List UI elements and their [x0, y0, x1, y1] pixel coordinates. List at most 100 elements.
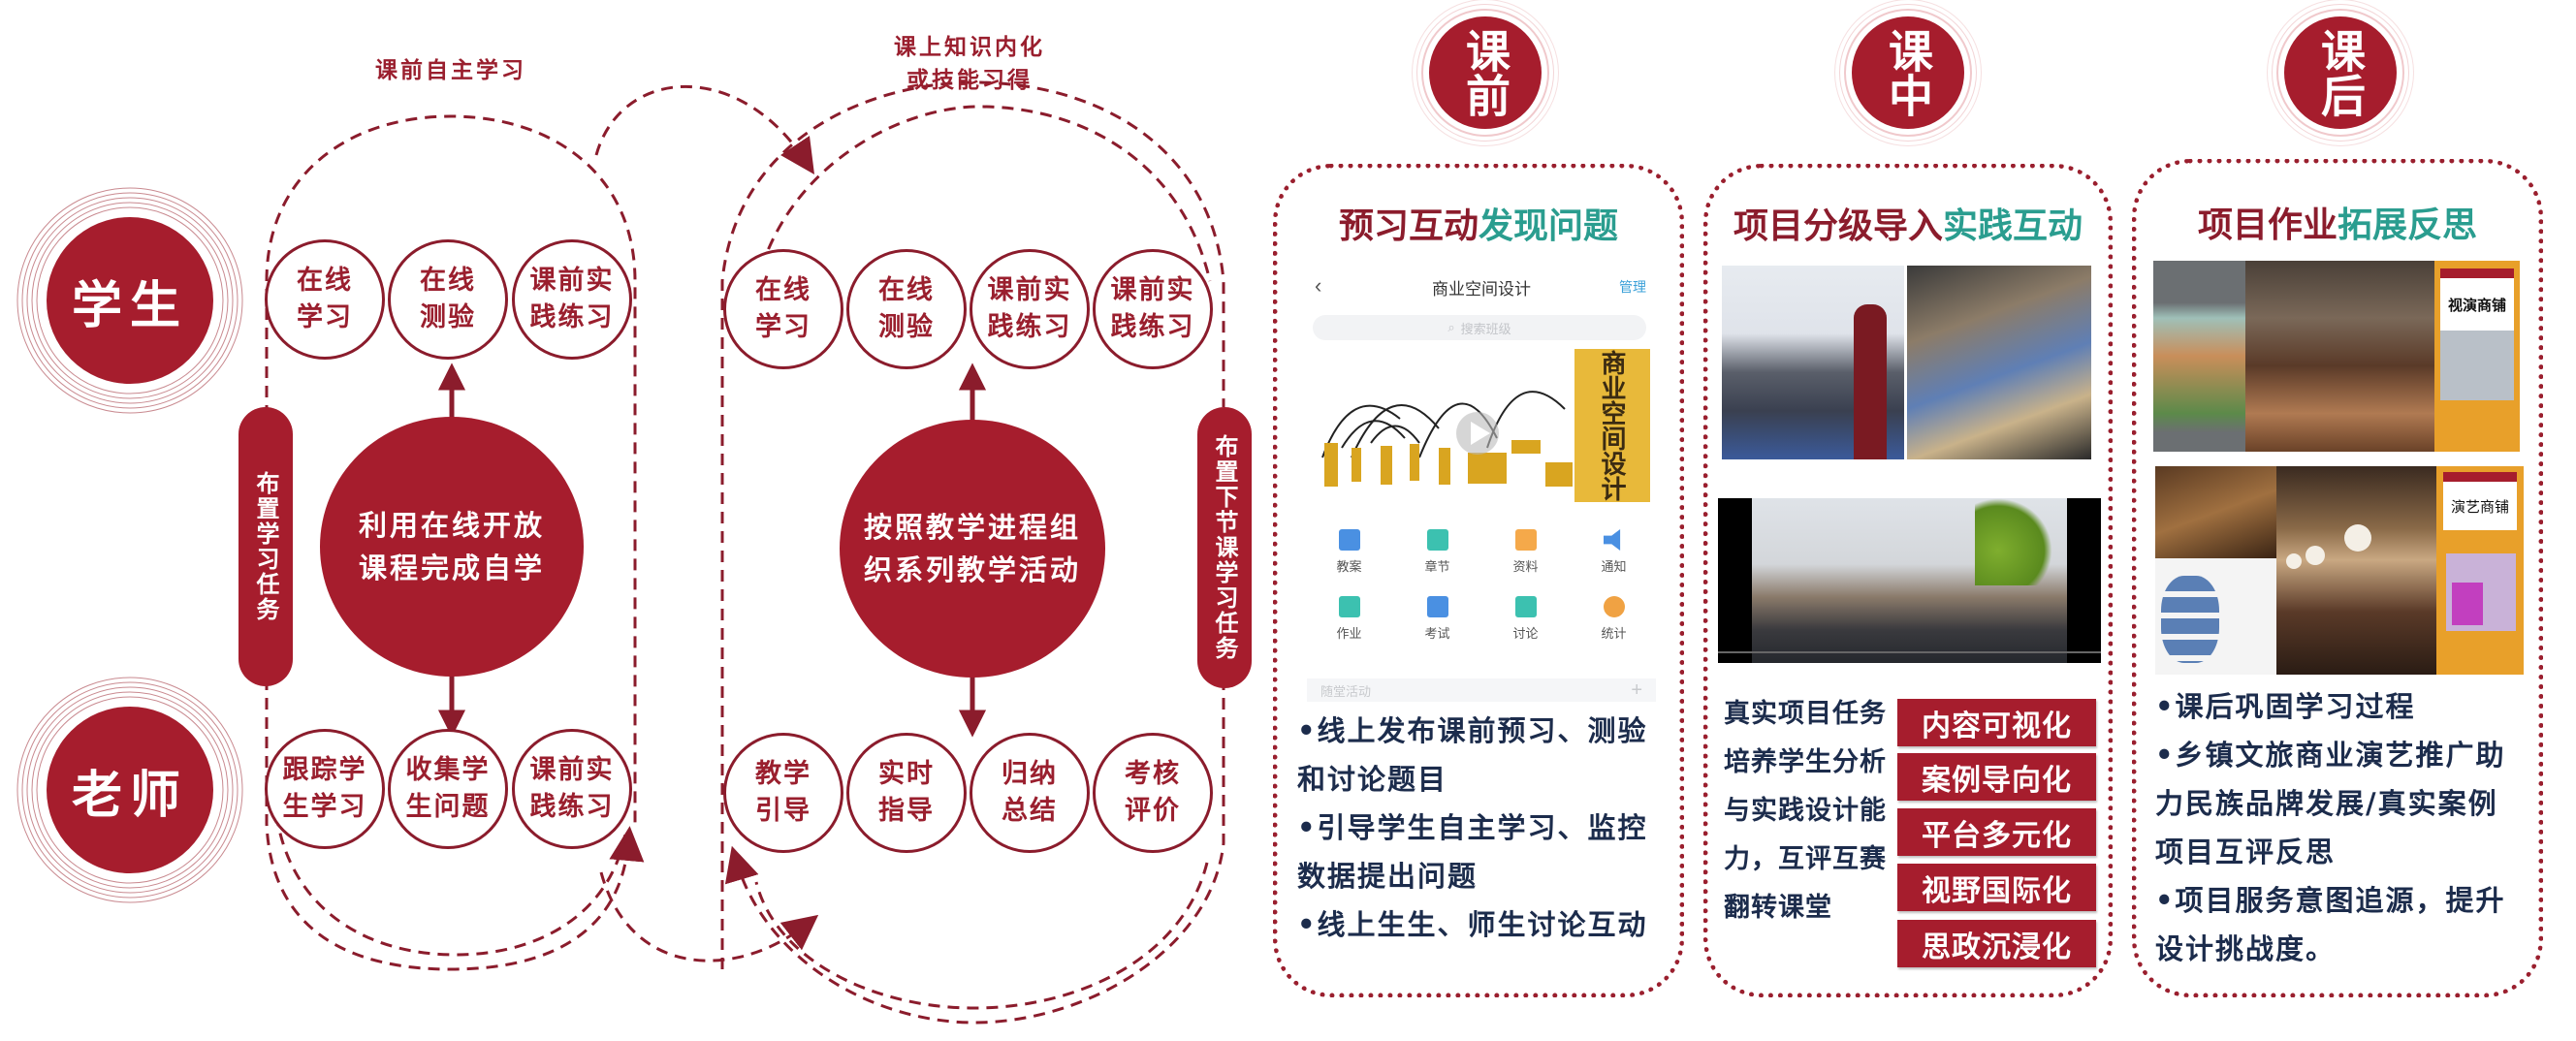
right-student-node-4: 课前实践练习	[1093, 249, 1213, 369]
title-main: 预习互动	[1338, 206, 1479, 246]
restaurant-interior-2	[2276, 466, 2436, 675]
class-search-input[interactable]: ⌕ 搜索班级	[1313, 315, 1646, 340]
pre-class-self-study-label: 课前自主学习	[375, 58, 526, 83]
in-class-label-line1: 课上知识内化	[894, 35, 1045, 60]
node-text: 引导	[755, 796, 811, 826]
right-teacher-node-3: 归纳总结	[970, 733, 1090, 853]
poster-1-floor-plan	[2440, 331, 2514, 400]
homework-icon	[1338, 596, 1360, 617]
node-text: 评价	[1125, 796, 1181, 826]
manage-link[interactable]: 管理	[1619, 279, 1646, 295]
left-center-circle: 利用在线开放课程完成自学	[320, 417, 584, 677]
title-main: 项目作业	[2197, 205, 2337, 245]
node-text: 课前实	[529, 266, 615, 296]
bullet-line: 数据提出问题	[1297, 860, 1479, 893]
phone-app-screenshot: ‹ 商业空间设计 管理 ⌕ 搜索班级 商业空间设计	[1295, 262, 1668, 708]
function-label: 章节	[1424, 559, 1450, 574]
tower-illustration	[2153, 261, 2245, 452]
node-text: 课前实	[1110, 275, 1195, 305]
photo-person-figure	[1854, 304, 1887, 459]
teacher-role-circle: 老师	[47, 707, 213, 873]
pie-chart-icon	[1603, 596, 1625, 617]
classroom-video[interactable]	[1718, 498, 2101, 663]
project-task-description: 真实项目任务 培养学生分析 与实践设计能 力，互评互赛 翻转课堂	[1724, 690, 1898, 932]
tag-ideological-immersion: 思政沉浸化	[1897, 920, 2096, 967]
pre-class-card-title: 预习互动发现问题	[1278, 198, 1679, 248]
function-materials[interactable]: 资料	[1481, 529, 1570, 575]
add-activity-icon[interactable]: +	[1631, 678, 1642, 701]
back-chevron-icon[interactable]: ‹	[1315, 273, 1322, 298]
node-text: 践练习	[1110, 312, 1195, 342]
student-role-circle: 学生	[47, 217, 213, 384]
bullet-line: 力民族品牌发展/真实案例	[2155, 787, 2498, 820]
node-text: 教学	[755, 759, 811, 789]
node-text: 课前实	[529, 755, 615, 785]
lesson-plan-icon	[1338, 529, 1360, 551]
classroom-photo-1	[1722, 266, 1904, 459]
title-main: 项目分级导入	[1733, 206, 1943, 246]
left-student-node-2: 在线测验	[388, 239, 508, 360]
activity-label: 随堂活动	[1320, 683, 1372, 699]
post-class-card-title: 项目作业拓展反思	[2137, 197, 2538, 247]
pre-class-card: 预习互动发现问题 ‹ 商业空间设计 管理 ⌕ 搜索班级	[1273, 164, 1684, 997]
function-lesson-plan[interactable]: 教案	[1305, 529, 1393, 575]
function-homework[interactable]: 作业	[1305, 596, 1393, 642]
node-text: 跟踪学	[282, 755, 367, 785]
app-function-grid: 教案 章节 资料 通知 作业 考试 讨论 统计	[1305, 529, 1658, 642]
in-class-card-title: 项目分级导入实践互动	[1708, 198, 2108, 248]
bullet-line: •线上生生、师生讨论互动	[1297, 908, 1648, 941]
chat-icon	[1514, 596, 1537, 617]
sketch-arches-illustration	[1321, 391, 1573, 487]
search-icon: ⌕	[1447, 320, 1455, 334]
course-video-thumbnail[interactable]	[1313, 351, 1584, 506]
node-text: 践练习	[529, 302, 615, 332]
title-accent: 发现问题	[1479, 206, 1619, 246]
post-class-bullets: •课后巩固学习过程 •乡镇文旅商业演艺推广助 力民族品牌发展/真实案例 项目互评…	[2155, 682, 2543, 973]
right-student-node-1: 在线学习	[723, 249, 843, 369]
bullet-line: •项目服务意图追源，提升	[2155, 884, 2506, 917]
play-icon	[1471, 422, 1490, 445]
post-class-badge: 课后	[2284, 16, 2397, 129]
pre-class-badge: 课前	[1429, 16, 1542, 129]
tag-case-oriented: 案例导向化	[1897, 753, 2096, 801]
right-student-node-2: 在线测验	[846, 249, 967, 369]
search-placeholder: 搜索班级	[1460, 321, 1511, 336]
post-class-card: 项目作业拓展反思 视演商铺 演艺商铺 •课后巩固学习过程 •乡镇文旅商业演艺推广…	[2132, 159, 2543, 997]
bullet-line: 和讨论题目	[1297, 763, 1448, 796]
node-text: 课前实	[987, 275, 1072, 305]
node-text: 践练习	[987, 312, 1072, 342]
function-statistics[interactable]: 统计	[1570, 596, 1658, 642]
video-progress-bar[interactable]	[1718, 651, 2101, 653]
poster-2-floor-plan	[2446, 553, 2516, 631]
tag-content-visualization: 内容可视化	[1897, 699, 2096, 746]
poster-2-title: 演艺商铺	[2443, 472, 2517, 530]
function-notice[interactable]: 通知	[1570, 529, 1658, 575]
function-chapters[interactable]: 章节	[1393, 529, 1481, 575]
function-label: 统计	[1601, 626, 1627, 641]
node-text: 在线	[297, 266, 353, 296]
task-line: 力，互评互赛	[1724, 844, 1887, 874]
phone-app-title: 商业空间设计	[1432, 279, 1531, 299]
pre-class-bullets: •线上发布课前预习、测验 和讨论题目 •引导学生自主学习、监控 数据提出问题 •…	[1297, 707, 1675, 949]
in-class-activity-bar[interactable]: 随堂活动 +	[1307, 678, 1656, 702]
node-text: 指导	[878, 796, 935, 826]
function-label: 教案	[1336, 559, 1362, 574]
node-text: 学习	[297, 302, 353, 332]
node-text: 归纳	[1002, 759, 1058, 789]
task-line: 培养学生分析	[1724, 747, 1887, 777]
function-exam[interactable]: 考试	[1393, 596, 1481, 642]
title-accent: 实践互动	[1943, 206, 2083, 246]
node-text: 在线	[878, 275, 935, 305]
bullet-line: •引导学生自主学习、监控	[1297, 811, 1648, 844]
bullet-line: 项目互评反思	[2155, 836, 2337, 868]
in-class-card: 项目分级导入实践互动 真实项目任务 培养学生分析 与实践设计能 力，互评互赛 翻…	[1703, 164, 2113, 997]
classroom-photo-2	[1907, 266, 2091, 459]
function-label: 资料	[1512, 559, 1539, 574]
function-discussion[interactable]: 讨论	[1481, 596, 1570, 642]
node-text: 在线	[420, 266, 476, 296]
plant-leaf	[1975, 498, 2052, 585]
left-assign-task-pill: 布置学习任务	[239, 407, 293, 686]
node-text: 实时	[878, 759, 935, 789]
bullet-line: 设计挑战度。	[2155, 932, 2337, 965]
